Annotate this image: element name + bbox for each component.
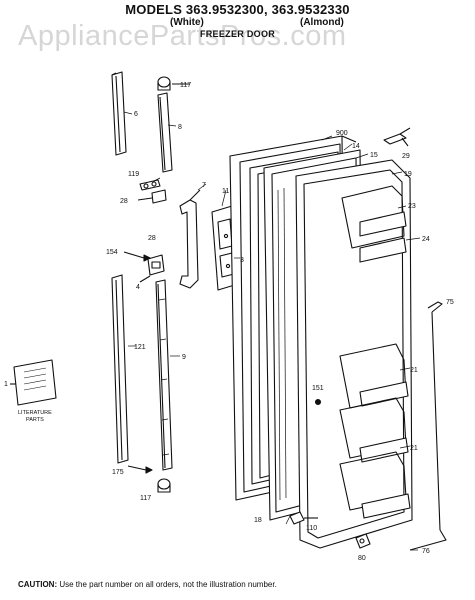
part-door-liner-19	[295, 159, 413, 549]
part-fastener-80	[355, 533, 371, 549]
callout-8: 8	[178, 124, 182, 131]
callout-labels: 6 117 8 119 28 7 11 3 900 14 15 29 19 23…	[4, 82, 454, 562]
part-fastener-110	[289, 511, 318, 525]
part-hinge-pin-119	[139, 179, 161, 191]
caution-note: CAUTION: Use the part number on all orde…	[18, 580, 277, 589]
callout-14: 14	[352, 143, 360, 150]
callout-18: 18	[254, 517, 262, 524]
diagram-subtitle: FREEZER DOOR	[199, 29, 276, 39]
callout-76: 76	[422, 548, 430, 555]
callout-75: 75	[446, 299, 454, 306]
callout-23: 23	[408, 203, 416, 210]
callout-154: 154	[106, 249, 118, 256]
callout-110: 110	[306, 525, 317, 532]
callout-11: 11	[222, 188, 229, 195]
part-screw-154	[123, 251, 151, 262]
variant-almond: (Almond)	[300, 17, 344, 28]
callout-19: 19	[404, 171, 412, 178]
part-door-handle-7	[179, 189, 201, 289]
callout-175: 175	[112, 469, 124, 476]
callout-117-top: 117	[180, 82, 191, 89]
diagram-title: MODELS 363.9532300, 363.9532330	[125, 2, 350, 17]
callout-28-top: 28	[120, 198, 128, 205]
callout-28-mid: 28	[148, 235, 156, 242]
part-screw-175	[127, 465, 153, 474]
callout-15: 15	[370, 152, 378, 159]
part-wire-rod-75	[409, 301, 447, 551]
part-side-trim-121	[111, 274, 129, 464]
callout-121: 121	[134, 344, 146, 351]
part-door-rail-9	[155, 279, 173, 471]
watermark: AppliancePartsPros.com	[18, 20, 347, 52]
callout-900: 900	[336, 130, 348, 137]
part-hinge-cap-117-top	[157, 76, 190, 91]
variant-white: (White)	[170, 17, 204, 28]
callout-119: 119	[128, 171, 139, 178]
literature-label-line2: PARTS	[26, 417, 44, 423]
part-trim-strip-6	[111, 71, 127, 156]
callout-4: 4	[136, 284, 140, 291]
part-clip-29	[383, 127, 411, 147]
part-hinge-cap-117-bottom	[157, 478, 171, 493]
caution-label: CAUTION:	[18, 580, 58, 589]
callout-6: 6	[134, 111, 138, 118]
callout-7: 7	[202, 182, 206, 189]
literature-packet-1	[10, 359, 57, 406]
callout-29: 29	[402, 153, 410, 160]
callout-117-bottom: 117	[140, 495, 151, 502]
part-handle-trim-8	[157, 92, 173, 173]
callout-3: 3	[240, 257, 244, 264]
literature-label-line1: LITERATURE	[18, 410, 52, 416]
callout-1: 1	[4, 381, 8, 388]
part-hinge-bracket-28-top	[137, 189, 167, 204]
caution-text: Use the part number on all orders, not t…	[59, 580, 277, 589]
callout-9: 9	[182, 354, 186, 361]
callout-151: 151	[312, 385, 324, 392]
callout-21-lower: 21	[410, 445, 418, 452]
part-hinge-bracket-28-mid	[139, 254, 165, 283]
callout-24: 24	[422, 236, 430, 243]
callout-21-upper: 21	[410, 367, 418, 374]
callout-80: 80	[358, 555, 366, 562]
